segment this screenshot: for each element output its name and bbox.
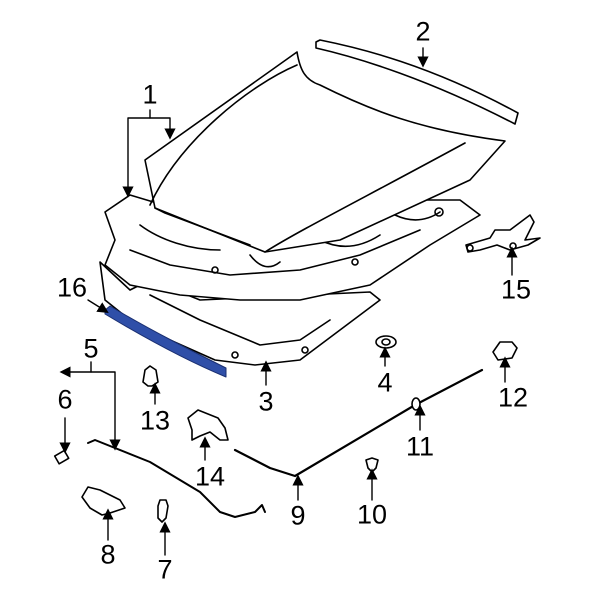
callout-6: 6 (57, 384, 73, 415)
part-7-clip (157, 499, 169, 523)
callout-10: 10 (356, 499, 388, 530)
part-11-grommet (411, 397, 421, 411)
part-1-hood-outer-skin (144, 51, 506, 253)
callout-4: 4 (377, 367, 393, 398)
callout-3: 3 (258, 386, 274, 417)
callout-14: 14 (194, 461, 226, 492)
part-2-weatherstrip (315, 39, 519, 125)
callout-5: 5 (83, 333, 99, 364)
part-12-clip (492, 341, 518, 361)
callout-13: 13 (139, 405, 171, 436)
callout-12: 12 (497, 382, 529, 413)
part-6-grommet (53, 449, 70, 465)
part-4-bumper (375, 335, 397, 349)
leader-lines (59, 47, 518, 556)
part-10-clip (365, 457, 379, 473)
callout-1: 1 (142, 79, 158, 110)
part-14-latch (187, 409, 229, 441)
part-13-retainer (142, 365, 159, 387)
part-8-bracket (81, 486, 126, 516)
callout-9: 9 (290, 500, 306, 531)
callout-8: 8 (100, 539, 116, 570)
callout-11: 11 (405, 431, 435, 462)
callout-16: 16 (56, 272, 88, 303)
callout-7: 7 (157, 554, 173, 585)
callout-15: 15 (500, 274, 532, 305)
part-15-hinge (465, 214, 541, 253)
part-16-seal (104, 305, 227, 378)
callout-2: 2 (415, 16, 431, 47)
